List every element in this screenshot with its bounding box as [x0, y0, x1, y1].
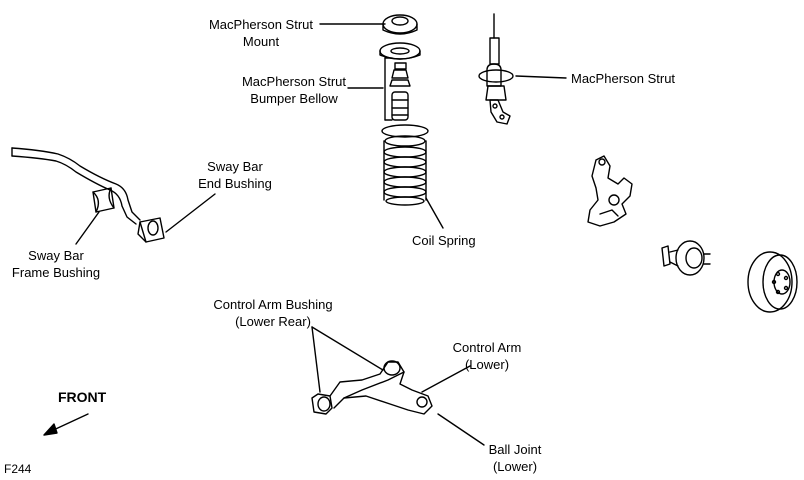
sway-bar-frame-bushing: [92, 187, 115, 213]
label-sway-bar-end-bushing-line2: End Bushing: [198, 176, 272, 191]
label-ball-joint-line2: (Lower): [492, 459, 538, 474]
label-sway-bar-frame-bushing-line2: Frame Bushing: [11, 265, 101, 280]
wheel-hub: [661, 240, 711, 276]
label-bumper-bellow-line1: MacPherson Strut: [241, 74, 347, 89]
brake-rotor: [747, 251, 798, 313]
sway-bar-end-bushing: [137, 217, 165, 243]
label-strut-mount-line1: MacPherson Strut: [208, 17, 314, 32]
label-strut-mount-line2: Mount: [242, 34, 280, 49]
label-sway-bar-end-bushing: Sway Bar End Bushing: [190, 158, 280, 192]
strut-mount: [379, 14, 421, 60]
front-arrow: [43, 413, 89, 436]
label-control-arm-bushing: Control Arm Bushing (Lower Rear): [204, 296, 342, 330]
label-control-arm-bushing-line2: (Lower Rear): [235, 314, 311, 329]
sway-bar: [11, 147, 141, 225]
label-bumper-bellow-line2: Bumper Bellow: [250, 91, 338, 106]
label-coil-spring: Coil Spring: [412, 233, 476, 248]
label-strut: MacPherson Strut: [571, 71, 676, 86]
label-front: FRONT: [58, 389, 107, 405]
label-control-arm-line2: (Lower): [464, 357, 510, 372]
bumper-bellow: [389, 62, 411, 121]
label-bumper-bellow: MacPherson Strut Bumper Bellow: [238, 73, 350, 107]
macpherson-strut: [478, 13, 514, 125]
label-ball-joint: Ball Joint (Lower): [476, 441, 554, 475]
figure-code: F244: [4, 462, 32, 476]
label-ball-joint-line1: Ball Joint: [488, 442, 542, 457]
label-sway-bar-end-bushing-line1: Sway Bar: [207, 159, 263, 174]
coil-spring: [381, 124, 429, 206]
lower-control-arm: [311, 360, 433, 415]
label-control-arm-bushing-line1: Control Arm Bushing: [213, 297, 333, 312]
steering-knuckle: [587, 155, 633, 227]
label-control-arm-line1: Control Arm: [452, 340, 522, 355]
label-sway-bar-frame-bushing: Sway Bar Frame Bushing: [4, 247, 108, 281]
label-control-arm: Control Arm (Lower): [444, 339, 530, 373]
label-sway-bar-frame-bushing-line1: Sway Bar: [28, 248, 84, 263]
leader-lines: [75, 23, 567, 446]
label-strut-mount: MacPherson Strut Mount: [202, 16, 320, 50]
